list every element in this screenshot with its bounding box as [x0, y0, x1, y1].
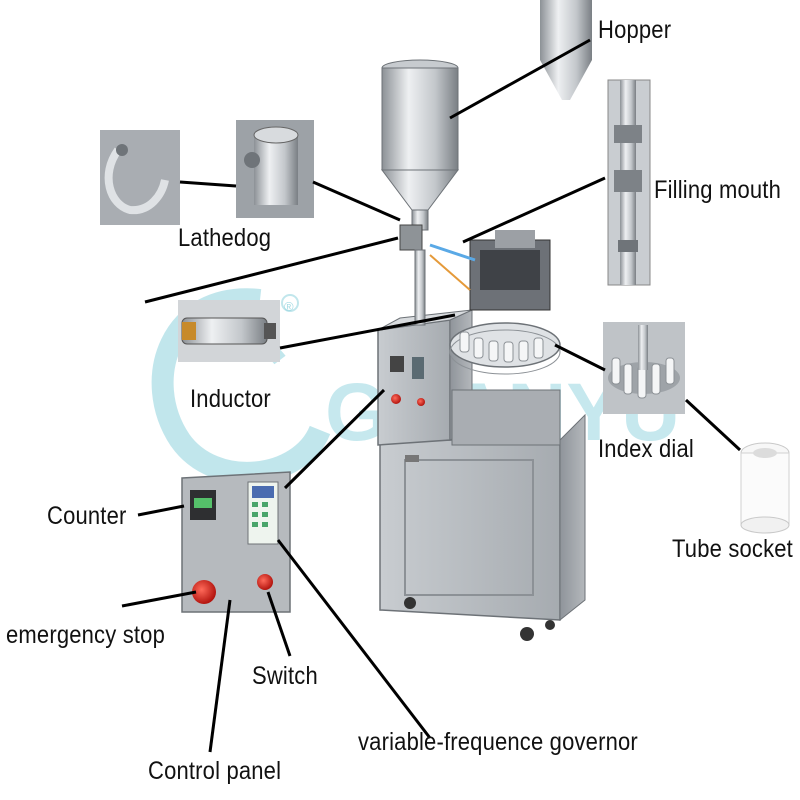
label-lathedog: Lathedog — [178, 224, 272, 252]
inductor-inset-image — [178, 300, 280, 362]
lathedog-inset-image-clamp — [100, 130, 180, 225]
filling-mouth-inset-image — [607, 79, 651, 286]
label-filling-mouth: Filling mouth — [654, 176, 782, 204]
control-panel-inset-image — [181, 471, 291, 613]
lathedog-inset-image-fitting — [236, 120, 314, 218]
label-variable-frequence-governor: variable-frequence governor — [358, 728, 638, 756]
machine-hopper — [381, 59, 459, 326]
label-index-dial: Index dial — [598, 435, 694, 463]
machine-index-dial — [429, 230, 561, 375]
hopper-inset-image — [540, 0, 592, 100]
label-counter: Counter — [47, 502, 127, 530]
label-switch: Switch — [252, 662, 318, 690]
label-control-panel: Control panel — [148, 757, 282, 785]
leader-lines — [121, 38, 742, 753]
label-emergency-stop: emergency stop — [6, 621, 165, 649]
tube-socket-inset-image — [740, 442, 790, 534]
label-tube-socket: Tube socket — [672, 535, 793, 563]
label-inductor: Inductor — [190, 385, 271, 413]
watermark-registered-mark: ® — [284, 299, 294, 314]
label-hopper: Hopper — [598, 16, 672, 44]
index-dial-inset-image — [603, 322, 685, 414]
